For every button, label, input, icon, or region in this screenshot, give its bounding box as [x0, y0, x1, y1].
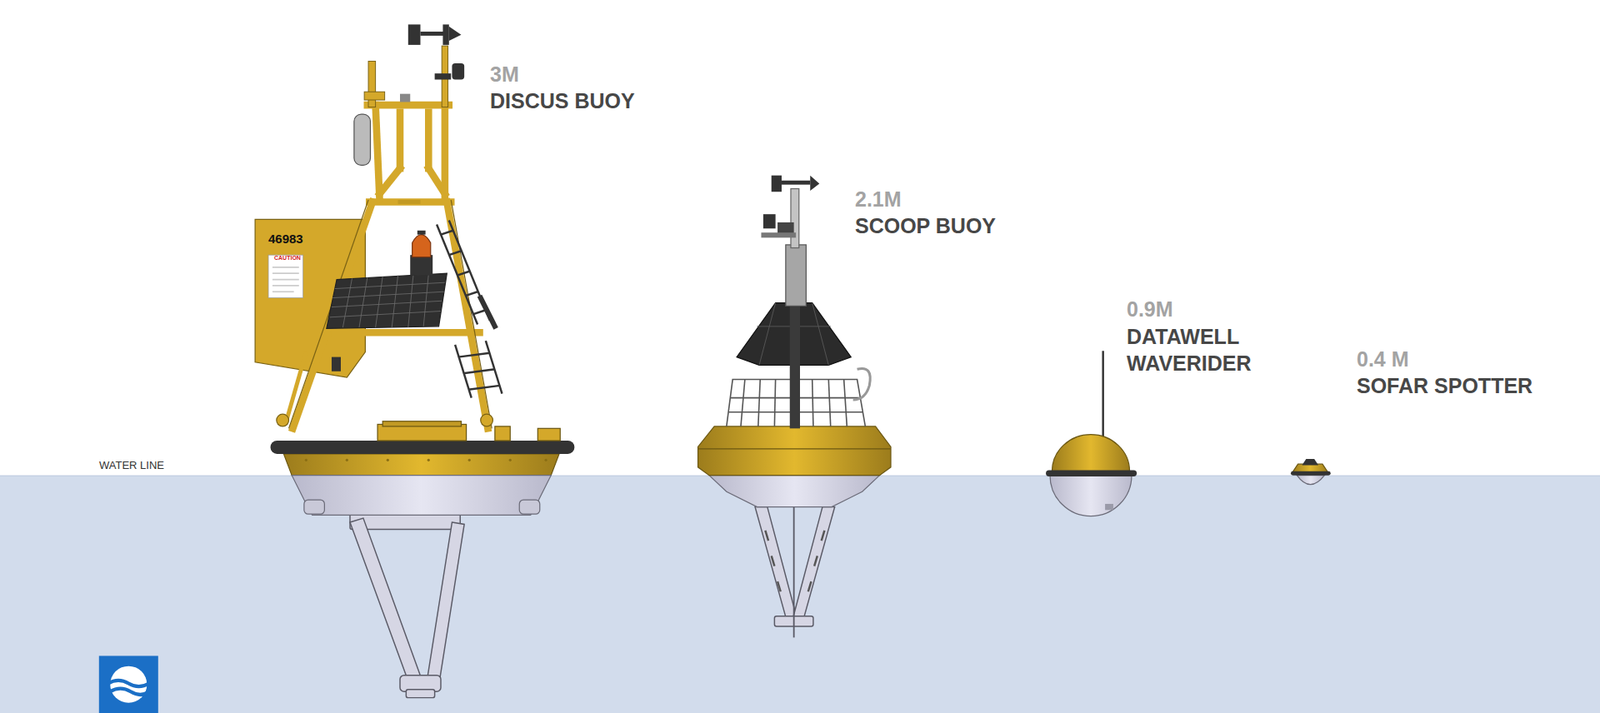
buoy-name: DISCUS BUOY [490, 88, 635, 114]
water-line-label: WATER LINE [99, 459, 165, 473]
size-label: 3M [490, 61, 520, 87]
size-label: 0.4 M [1356, 346, 1410, 372]
size-label: 2.1M [855, 186, 902, 212]
caution-text: CAUTION [274, 255, 301, 262]
buoy-name: SCOOP BUOY [855, 213, 996, 239]
buoy-name: DATAWELL WAVERIDER [1126, 323, 1285, 377]
hull-number: 46983 [268, 231, 304, 247]
size-label: 0.9M [1126, 296, 1174, 322]
water [0, 475, 1600, 713]
scoop-buoy [698, 175, 891, 639]
buoy-name: SOFAR SPOTTER [1356, 373, 1533, 399]
waverider-buoy [1045, 350, 1137, 516]
spotter-buoy [1290, 459, 1331, 485]
logo [99, 655, 159, 713]
discus-buoy [255, 24, 575, 698]
